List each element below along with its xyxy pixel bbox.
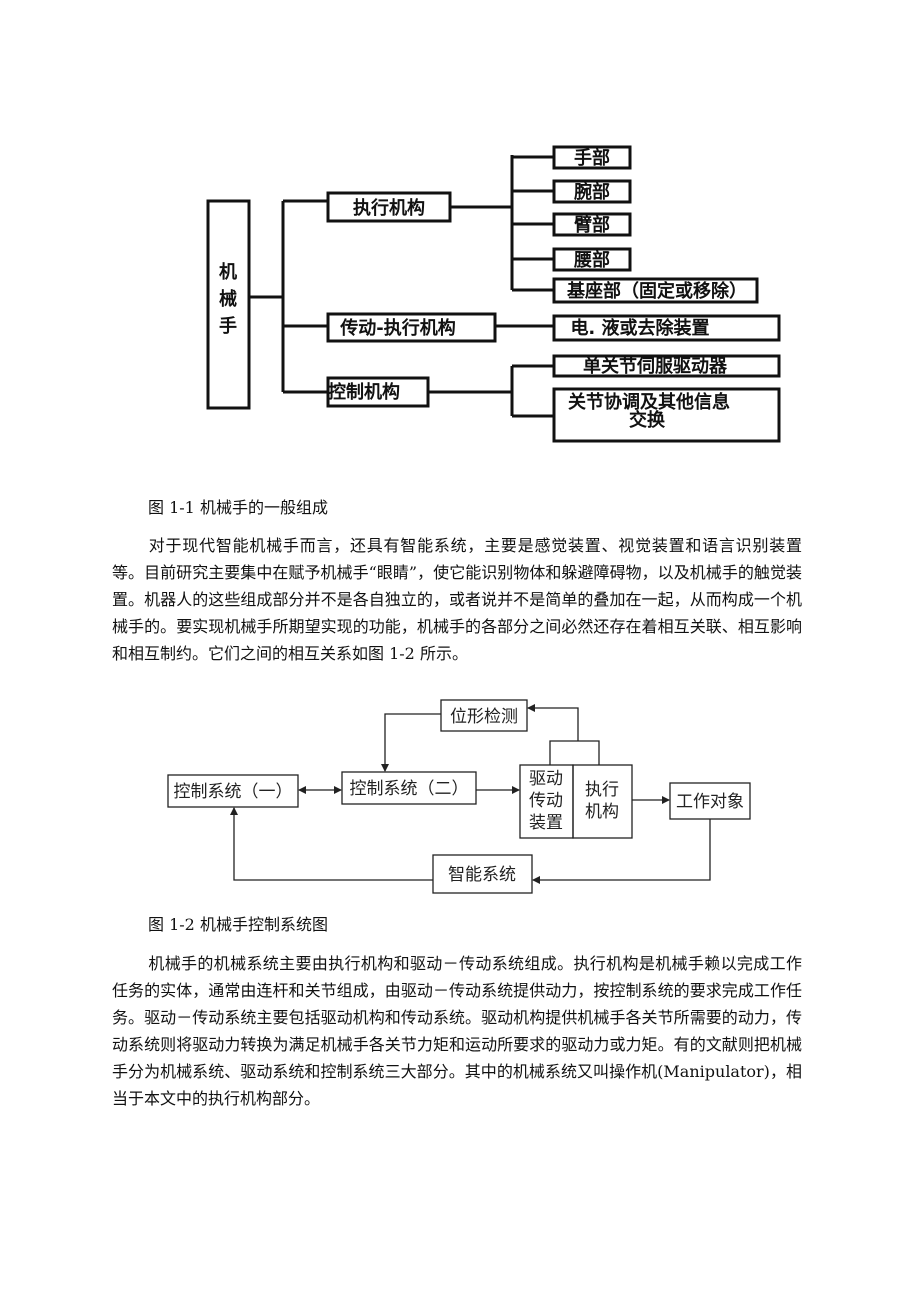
- figure-1-1-caption: 图 1-1 机械手的一般组成: [148, 498, 328, 517]
- leaf-label-base: 基座部（固定或移除）: [566, 280, 747, 302]
- leaf-label-coordination-1: 关节协调及其他信息: [568, 391, 730, 413]
- label-actuator-2: 机构: [585, 802, 619, 822]
- leaf-box-drive-device: [552, 314, 781, 342]
- box-control-2: [341, 771, 477, 805]
- leaf-box-servo: [552, 354, 781, 378]
- leaf-box-hand: [552, 145, 632, 170]
- leaf-label-wrist: 腕部: [574, 181, 610, 203]
- leaf-label-servo: 单关节伺服驱动器: [583, 355, 728, 377]
- leaf-label-arm: 臂部: [574, 214, 610, 236]
- box-control-1: [167, 774, 299, 808]
- label-drive-2: 传动: [529, 791, 563, 811]
- label-drive-1: 驱动: [529, 769, 563, 789]
- paragraph-2-text: 机械手的机械系统主要由执行机构和驱动－传动系统组成。执行机构是机械手赖以完成工作…: [112, 954, 802, 1108]
- leaf-box-waist: [552, 247, 632, 272]
- box-actuator: [572, 764, 633, 839]
- label-control-2: 控制系统（二）: [350, 779, 469, 799]
- branch-label-transmission: 传动-执行机构: [339, 317, 455, 339]
- leaf-label-waist: 腰部: [573, 249, 610, 271]
- root-label: 机械手: [219, 262, 237, 337]
- box-intelligent: [432, 854, 533, 894]
- leaf-label-coordination-2: 交换: [629, 409, 666, 431]
- label-control-1: 控制系统（一）: [174, 782, 293, 802]
- leaf-box-coordination: [552, 387, 781, 443]
- box-drive: [519, 764, 574, 839]
- box-target: [669, 782, 751, 820]
- leaf-box-base: [552, 277, 759, 304]
- branch-label-executing: 执行机构: [353, 197, 425, 219]
- leaf-label-drive-device: 电. 液或去除装置: [570, 317, 709, 339]
- label-target: 工作对象: [676, 792, 744, 812]
- figure-1-2-caption: 图 1-2 机械手控制系统图: [148, 915, 328, 934]
- box-position: [440, 699, 528, 732]
- label-actuator-1: 执行: [585, 780, 619, 800]
- paragraph-1-text: 对于现代智能机械手而言，还具有智能系统，主要是感觉装置、视觉装置和语言识别装置等…: [112, 536, 802, 663]
- label-intelligent: 智能系统: [448, 865, 516, 885]
- leaf-box-arm: [552, 212, 632, 237]
- branch-label-control: 控制机构: [328, 381, 400, 403]
- label-position: 位形检测: [450, 707, 518, 727]
- paragraph-2: 机械手的机械系统主要由执行机构和驱动－传动系统组成。执行机构是机械手赖以完成工作…: [112, 950, 802, 1112]
- leaf-label-hand: 手部: [574, 147, 610, 169]
- figure-1-1-structure-diagram: 机械手 执行机构 传动-执行机构 控制机构 手部 腕部 臂部 腰部 基座部（固定…: [206, 145, 781, 443]
- label-drive-3: 装置: [529, 813, 563, 833]
- leaf-box-wrist: [552, 179, 632, 204]
- paragraph-1: 对于现代智能机械手而言，还具有智能系统，主要是感觉装置、视觉装置和语言识别装置等…: [112, 532, 802, 667]
- root-box: [206, 199, 251, 410]
